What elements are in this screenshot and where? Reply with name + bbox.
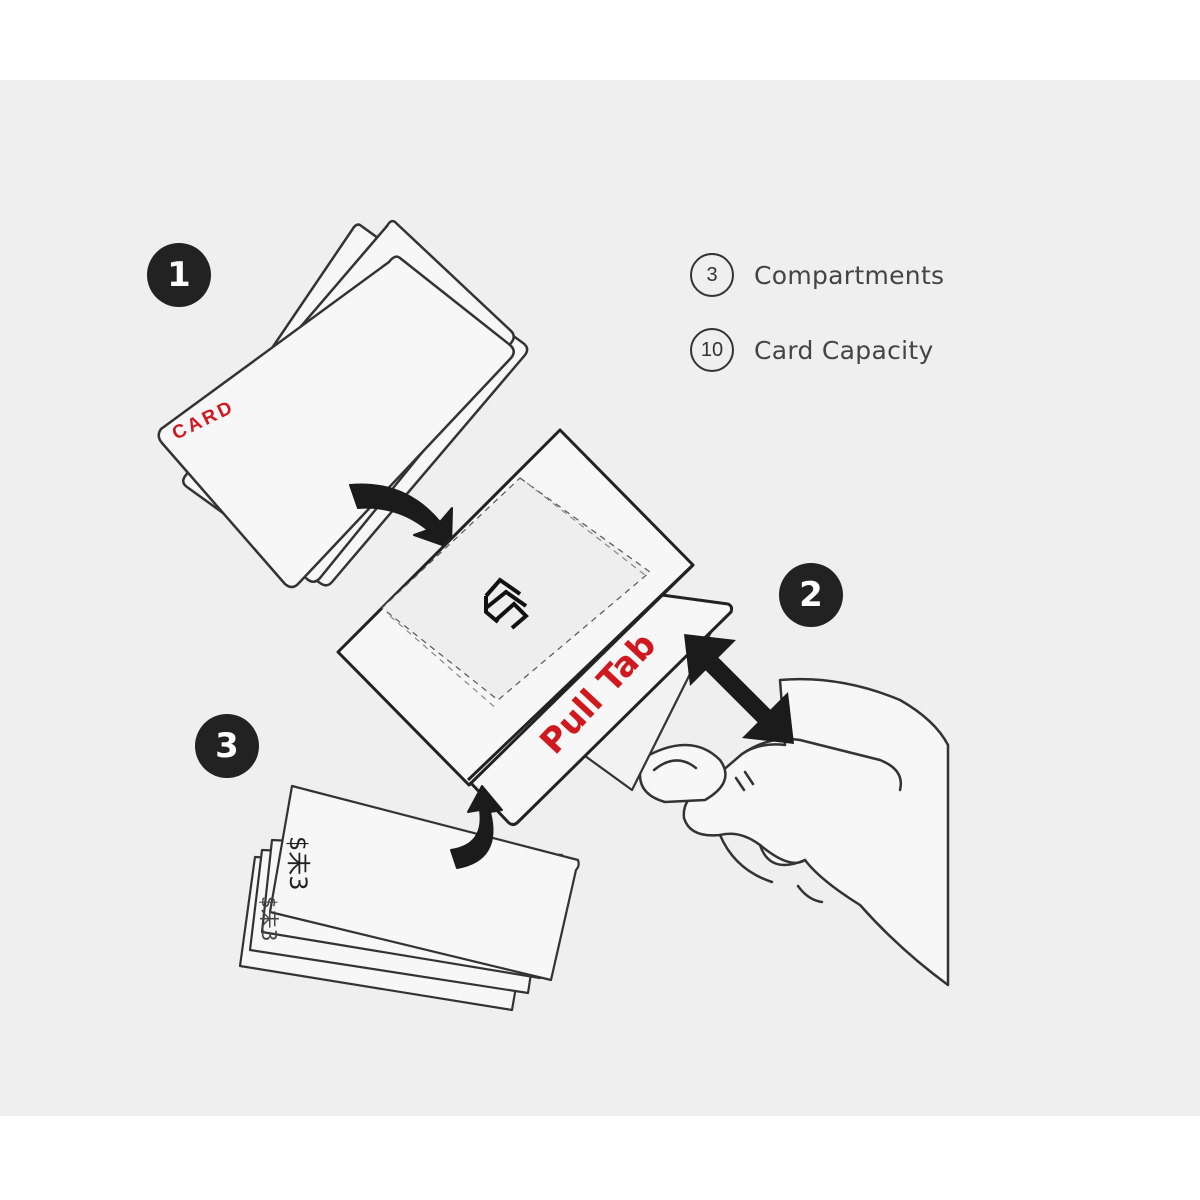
card-capacity-label: Card Capacity bbox=[754, 335, 934, 365]
compartments-label: Compartments bbox=[754, 260, 945, 290]
bill-label-1: $未3 bbox=[284, 836, 312, 891]
card-stack bbox=[157, 219, 529, 589]
hand-icon bbox=[638, 677, 950, 987]
bill-label-2: $未3 bbox=[257, 896, 281, 941]
compartments-count-badge: 3 bbox=[690, 253, 734, 297]
curved-arrow-icon bbox=[450, 785, 503, 869]
bill-front bbox=[268, 784, 580, 982]
wallet-stitch-top bbox=[526, 482, 646, 576]
double-arrow-icon bbox=[684, 634, 794, 744]
step-badge-1: 1 bbox=[147, 243, 211, 307]
curved-arrow-icon bbox=[349, 483, 453, 549]
bill-stack bbox=[238, 784, 580, 1012]
card-front bbox=[157, 255, 515, 589]
card-capacity-count-badge: 10 bbox=[690, 328, 734, 372]
wallet-band-edge bbox=[466, 563, 695, 782]
feature-compartments: 3 Compartments bbox=[690, 253, 944, 297]
wallet-logo-icon bbox=[484, 577, 529, 630]
step-badge-3: 3 bbox=[195, 714, 259, 778]
step-badge-2: 2 bbox=[779, 563, 843, 627]
feature-card-capacity: 10 Card Capacity bbox=[690, 328, 934, 372]
wallet-stitch-bottom bbox=[389, 615, 499, 711]
wallet-band bbox=[466, 583, 734, 826]
wallet: Pull Tab bbox=[336, 428, 734, 826]
